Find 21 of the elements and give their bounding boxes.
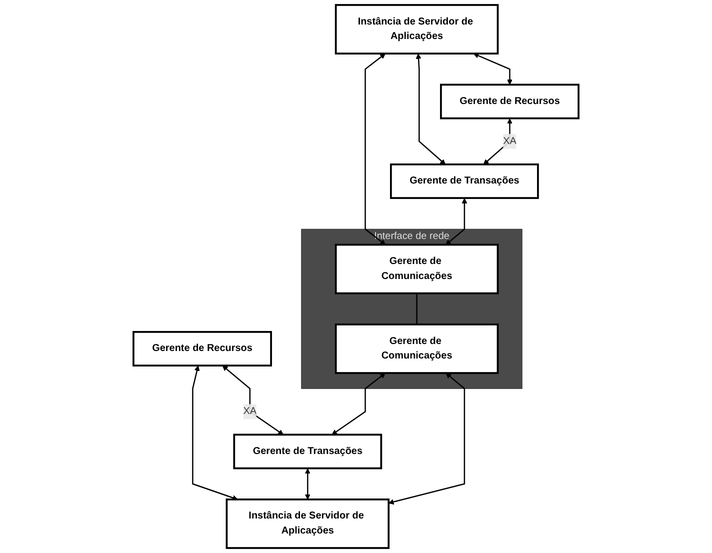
arrow: [416, 54, 446, 165]
node-box: Gerente de Recursos: [132, 331, 272, 366]
node-box: Instância de Servidor de Aplicações: [226, 498, 390, 549]
node-box: Gerente de Recursos: [440, 84, 580, 120]
arrow: [332, 372, 386, 435]
arrow: [473, 53, 512, 85]
arrow: [388, 372, 466, 505]
node-box: Gerente de Transações: [233, 434, 382, 470]
connector: [416, 293, 418, 324]
edge-label: XA: [243, 406, 257, 417]
edge-label: XA: [503, 136, 516, 146]
arrow: [192, 366, 238, 500]
arrow: [304, 468, 310, 500]
arrow: [364, 53, 386, 245]
node-box: Instância de Servidor de Aplicações: [334, 4, 499, 54]
arrow: [483, 118, 512, 165]
node-box: Gerente de Comunicações: [334, 244, 499, 294]
node-box: Gerente de Transações: [390, 163, 539, 199]
node-box: Gerente de Comunicações: [334, 324, 499, 374]
arrow: [446, 198, 468, 245]
arrow: [222, 365, 284, 435]
